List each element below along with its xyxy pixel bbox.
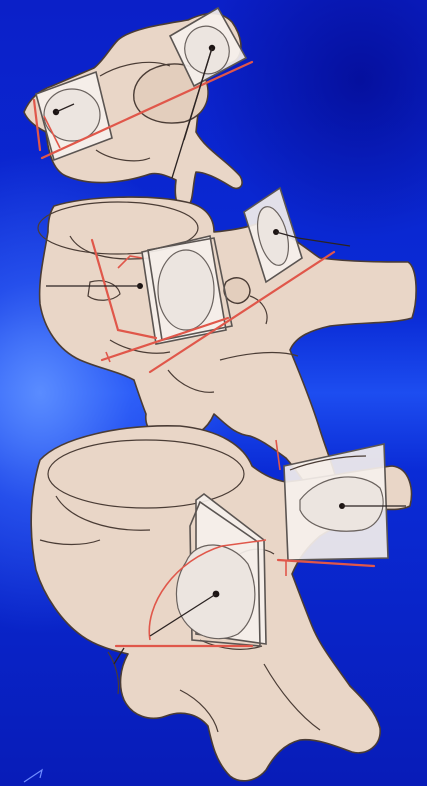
lower-vertebra (31, 426, 411, 781)
upper-vertebra (24, 8, 252, 208)
corner-mark (24, 770, 42, 782)
